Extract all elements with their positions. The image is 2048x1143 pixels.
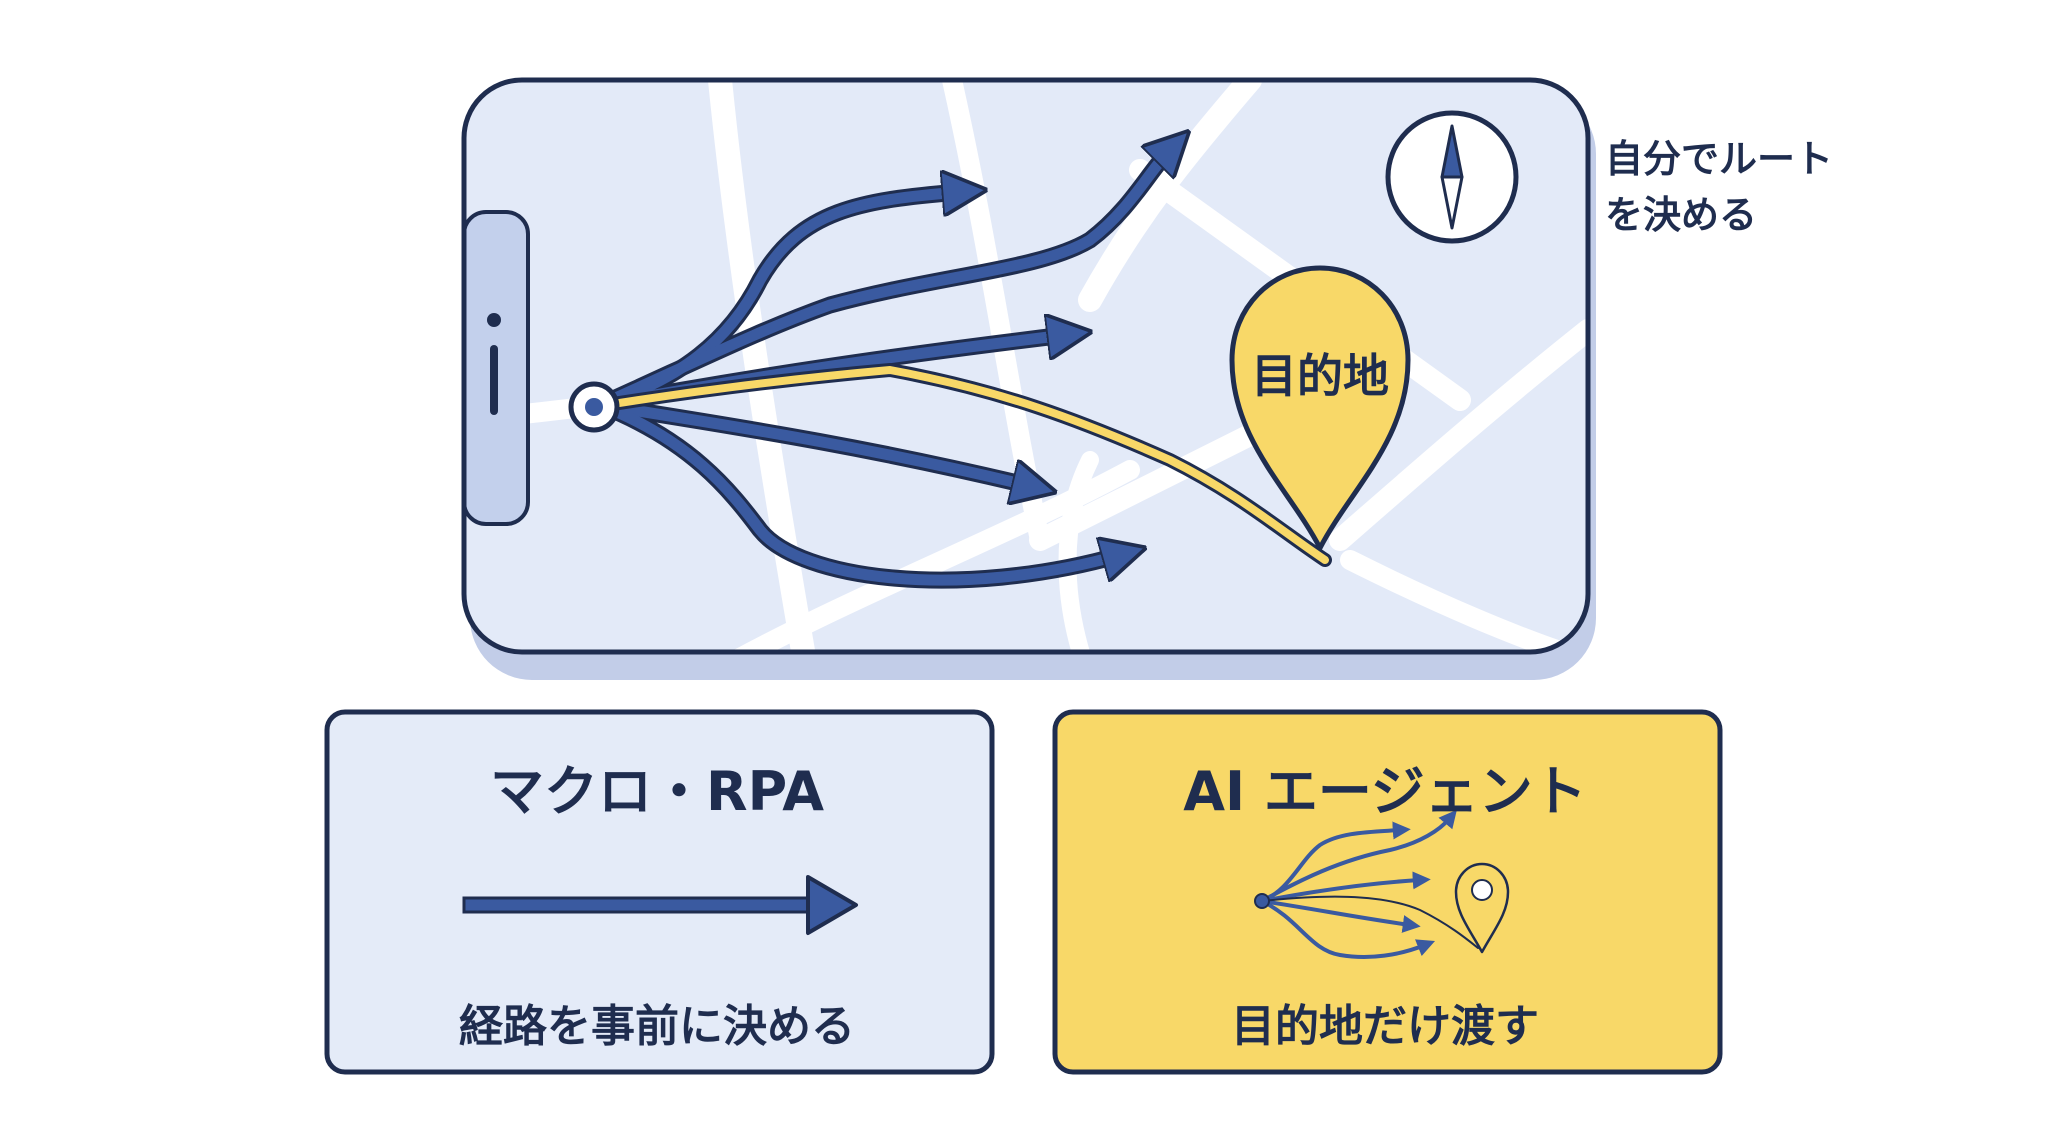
destination-label: 目的地 bbox=[1251, 349, 1389, 403]
mini-routes bbox=[1260, 809, 1457, 959]
agent-card-title: AI エージェント bbox=[1183, 760, 1587, 823]
side-note-line-1: 自分でルート bbox=[1605, 137, 1834, 181]
side-note-line-2: を決める bbox=[1605, 193, 1758, 237]
destination-pin-icon bbox=[1229, 265, 1411, 551]
route-arrow-2 bbox=[594, 150, 1170, 411]
route-arrow-4 bbox=[594, 399, 1030, 486]
start-point-icon bbox=[568, 381, 620, 433]
compass-icon bbox=[1385, 110, 1519, 244]
location-pin-icon bbox=[1454, 862, 1510, 954]
mini-chosen-route bbox=[1261, 895, 1479, 949]
macro-rpa-card bbox=[324, 709, 995, 1075]
agent-card-subtitle: 目的地だけ渡す bbox=[1231, 1001, 1539, 1052]
route-arrow-5 bbox=[594, 399, 1120, 586]
macro-card-title: マクロ・RPA bbox=[490, 760, 824, 823]
macro-card-subtitle: 経路を事前に決める bbox=[459, 1001, 855, 1052]
arrow-right-icon bbox=[462, 875, 858, 935]
ai-agent-card bbox=[1052, 709, 1723, 1075]
chosen-route bbox=[593, 363, 1332, 567]
